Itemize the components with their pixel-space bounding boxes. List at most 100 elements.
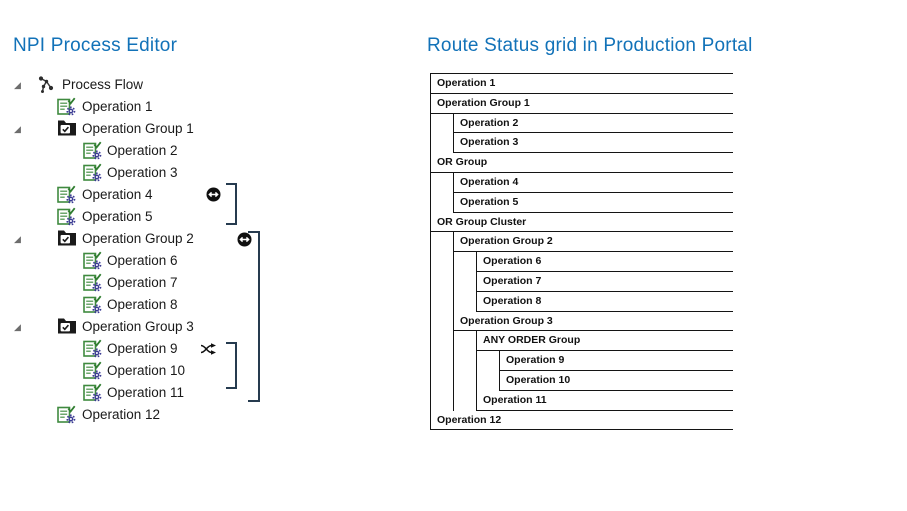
tree-item-operation-7[interactable]: Operation 7 — [0, 272, 330, 294]
tree-item-label: Operation 2 — [107, 143, 178, 158]
tree-item-label: Operation Group 2 — [82, 231, 194, 246]
tree-item-label: Operation 11 — [107, 385, 185, 400]
grid-cell-label: Operation 7 — [483, 274, 542, 287]
group-span-bracket — [226, 183, 237, 225]
operation-icon — [83, 273, 102, 297]
tree-item-label: Operation 6 — [107, 253, 178, 268]
tree-item-label: Operation 1 — [82, 99, 153, 114]
operation-icon — [83, 383, 102, 407]
tree-item-operation-9[interactable]: Operation 9 — [0, 338, 330, 360]
operation-icon — [83, 141, 102, 165]
route-status-grid-title: Route Status grid in Production Portal — [427, 34, 753, 56]
grid-cell-label: Operation 10 — [506, 373, 571, 386]
tree-item-label: Operation Group 3 — [82, 319, 194, 334]
or-circle-icon — [237, 232, 252, 252]
tree-item-operation-8[interactable]: Operation 8 — [0, 294, 330, 316]
grid-row-operation-group-2[interactable]: Operation Group 2 — [454, 232, 733, 253]
grid-children-group: Operation 9 Operation 10 — [499, 351, 733, 391]
tree-item-operation-4[interactable]: Operation 4 — [0, 184, 330, 206]
expander-icon[interactable]: ◢ — [14, 234, 21, 244]
grid-row-operation-5[interactable]: Operation 5 — [454, 193, 733, 213]
grid-row-operation-3[interactable]: Operation 3 — [454, 133, 733, 154]
tree-item-operation-group-2[interactable]: ◢ Operation Group 2 — [0, 228, 330, 250]
grid-row-operation-2[interactable]: Operation 2 — [454, 114, 733, 134]
grid-cell-label: Operation 1 — [437, 77, 496, 89]
grid-cell-label: Operation 8 — [483, 294, 542, 307]
grid-row-operation-11[interactable]: Operation 11 — [477, 391, 733, 411]
grid-row-operation-1[interactable]: Operation 1 — [431, 74, 733, 94]
grid-children-group: Operation 6 Operation 7 Operation 8 — [476, 252, 733, 312]
grid-row-operation-8[interactable]: Operation 8 — [477, 292, 733, 312]
grid-cell-label: Operation 5 — [460, 195, 519, 208]
grid-children-group: Operation 2 Operation 3 — [453, 113, 733, 154]
process-flow-tree: ◢ Process Flow Operation 1 ◢ Operation Gr… — [0, 74, 330, 426]
tree-item-operation-12[interactable]: Operation 12 — [0, 404, 330, 426]
tree-item-label: Operation 3 — [107, 165, 178, 180]
operation-group-icon — [57, 317, 77, 339]
grid-cell-label: Operation Group 1 — [437, 96, 530, 109]
expander-icon[interactable]: ◢ — [14, 80, 21, 90]
operation-group-icon — [57, 229, 77, 251]
grid-cell-label: OR Group — [437, 156, 488, 169]
tree-item-label: Operation 10 — [107, 363, 186, 378]
grid-cell-label: Operation Group 3 — [460, 314, 553, 327]
operation-icon — [83, 163, 102, 187]
grid-row-operation-7[interactable]: Operation 7 — [477, 272, 733, 292]
grid-row-operation-group-3[interactable]: Operation Group 3 — [454, 312, 733, 332]
expander-icon[interactable]: ◢ — [14, 124, 21, 134]
operation-icon — [83, 295, 102, 319]
operation-icon — [57, 97, 76, 121]
tree-item-operation-11[interactable]: Operation 11 — [0, 382, 330, 404]
tree-item-operation-1[interactable]: Operation 1 — [0, 96, 330, 118]
grid-row-operation-10[interactable]: Operation 10 — [500, 371, 733, 391]
grid-row-operation-group-1[interactable]: Operation Group 1 — [431, 94, 733, 114]
tree-item-label: Operation 5 — [82, 209, 153, 224]
operation-group-icon — [57, 119, 77, 141]
tree-item-operation-group-1[interactable]: ◢ Operation Group 1 — [0, 118, 330, 140]
grid-row-operation-12[interactable]: Operation 12 — [431, 411, 733, 431]
tree-item-label: Operation 12 — [82, 407, 161, 422]
process-flow-icon — [36, 75, 56, 100]
operation-icon — [83, 339, 102, 363]
grid-row-or-group-cluster[interactable]: OR Group Cluster — [431, 213, 733, 233]
shuffle-icon — [200, 342, 217, 361]
tree-item-process-flow[interactable]: ◢ Process Flow — [0, 74, 330, 96]
operation-icon — [57, 185, 76, 209]
tree-item-label: Operation Group 1 — [82, 121, 194, 136]
tree-item-operation-10[interactable]: Operation 10 — [0, 360, 330, 382]
tree-item-operation-3[interactable]: Operation 3 — [0, 162, 330, 184]
grid-row-operation-6[interactable]: Operation 6 — [477, 252, 733, 272]
tree-item-operation-2[interactable]: Operation 2 — [0, 140, 330, 162]
grid-cell-label: OR Group Cluster — [437, 215, 527, 228]
group-span-bracket — [248, 231, 260, 402]
tree-item-label: Operation 8 — [107, 297, 178, 312]
operation-icon — [57, 207, 76, 231]
tree-item-label: Operation 4 — [82, 187, 153, 202]
grid-cell-label: Operation 11 — [483, 393, 547, 406]
grid-cell-label: Operation 6 — [483, 255, 542, 268]
operation-icon — [57, 405, 76, 429]
grid-cell-label: Operation 9 — [506, 354, 565, 367]
tree-item-label: Process Flow — [62, 77, 144, 92]
grid-row-operation-4[interactable]: Operation 4 — [454, 173, 733, 193]
tree-item-operation-6[interactable]: Operation 6 — [0, 250, 330, 272]
grid-row-operation-9[interactable]: Operation 9 — [500, 351, 733, 371]
grid-cell-label: Operation 3 — [460, 136, 519, 149]
tree-item-operation-5[interactable]: Operation 5 — [0, 206, 330, 228]
tree-item-operation-group-3[interactable]: ◢ Operation Group 3 — [0, 316, 330, 338]
grid-cell-label: Operation 2 — [460, 116, 519, 129]
tree-item-label: Operation 7 — [107, 275, 178, 290]
grid-row-any-order-group[interactable]: ANY ORDER Group — [477, 331, 733, 352]
grid-row-or-group[interactable]: OR Group — [431, 153, 733, 173]
grid-children-group: Operation 4 Operation 5 — [453, 172, 733, 213]
expander-icon[interactable]: ◢ — [14, 322, 21, 332]
operation-icon — [83, 251, 102, 275]
grid-cell-label: Operation 4 — [460, 175, 519, 188]
npi-process-editor-title: NPI Process Editor — [13, 34, 178, 56]
grid-cell-label: Operation Group 2 — [460, 235, 553, 248]
operation-icon — [83, 361, 102, 385]
